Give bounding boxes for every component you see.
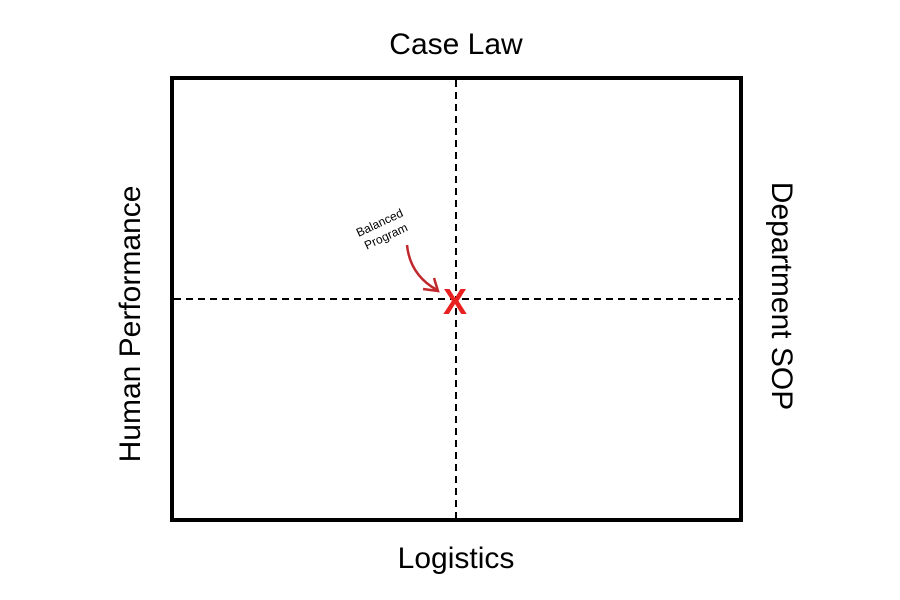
- left-label: Human Performance: [114, 186, 147, 463]
- balanced-program-annotation: Balanced Program: [354, 206, 410, 253]
- arrow-icon: [405, 244, 440, 293]
- balanced-point-marker: X: [443, 281, 467, 322]
- quadrant-frame: [170, 76, 743, 522]
- right-label: Department SOP: [765, 182, 798, 410]
- top-label: Case Law: [389, 28, 523, 61]
- bottom-label: Logistics: [398, 542, 515, 575]
